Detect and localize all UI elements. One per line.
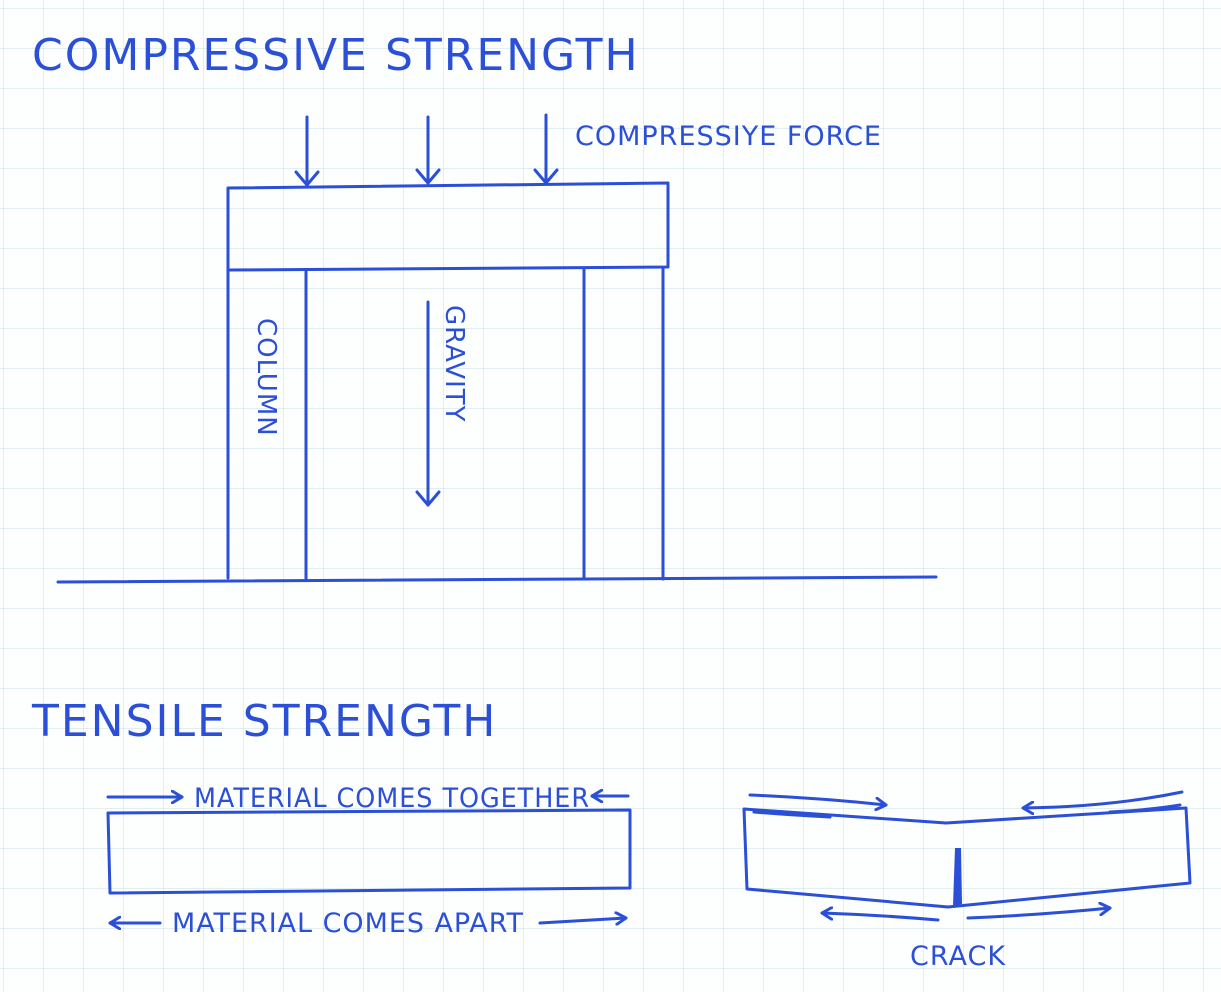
bent-arrow-bottom-left [820,913,940,922]
left-column [226,268,308,581]
crack-label: CRACK [910,941,1006,972]
apart-arrow-right [538,918,628,923]
ground-line [56,575,938,584]
crack-mark [953,848,962,906]
gravity-label: GRAVITY [439,305,469,423]
right-column [582,266,665,581]
bent-arrow-bottom-right [966,908,1112,920]
bent-arrow-top-right-tail [1108,803,1182,814]
bent-beam [742,806,1192,909]
bent-arrow-top-left-tail [752,810,832,819]
bent-arrow-top-left [748,793,888,805]
straight-beam [106,808,632,895]
compressive-force-label: COMPRESSIYE FORCE [575,121,882,152]
tensile-title: TENSILE STRENGTH [31,696,497,747]
bent-arrow-top-right [1021,790,1184,808]
together-label: MATERIAL COMES TOGETHER [194,783,590,814]
column-label: COLUMN [251,318,281,437]
compressive-title: COMPRESSIVE STRENGTH [32,30,640,81]
apart-label: MATERIAL COMES APART [172,908,524,939]
beam [226,181,670,272]
